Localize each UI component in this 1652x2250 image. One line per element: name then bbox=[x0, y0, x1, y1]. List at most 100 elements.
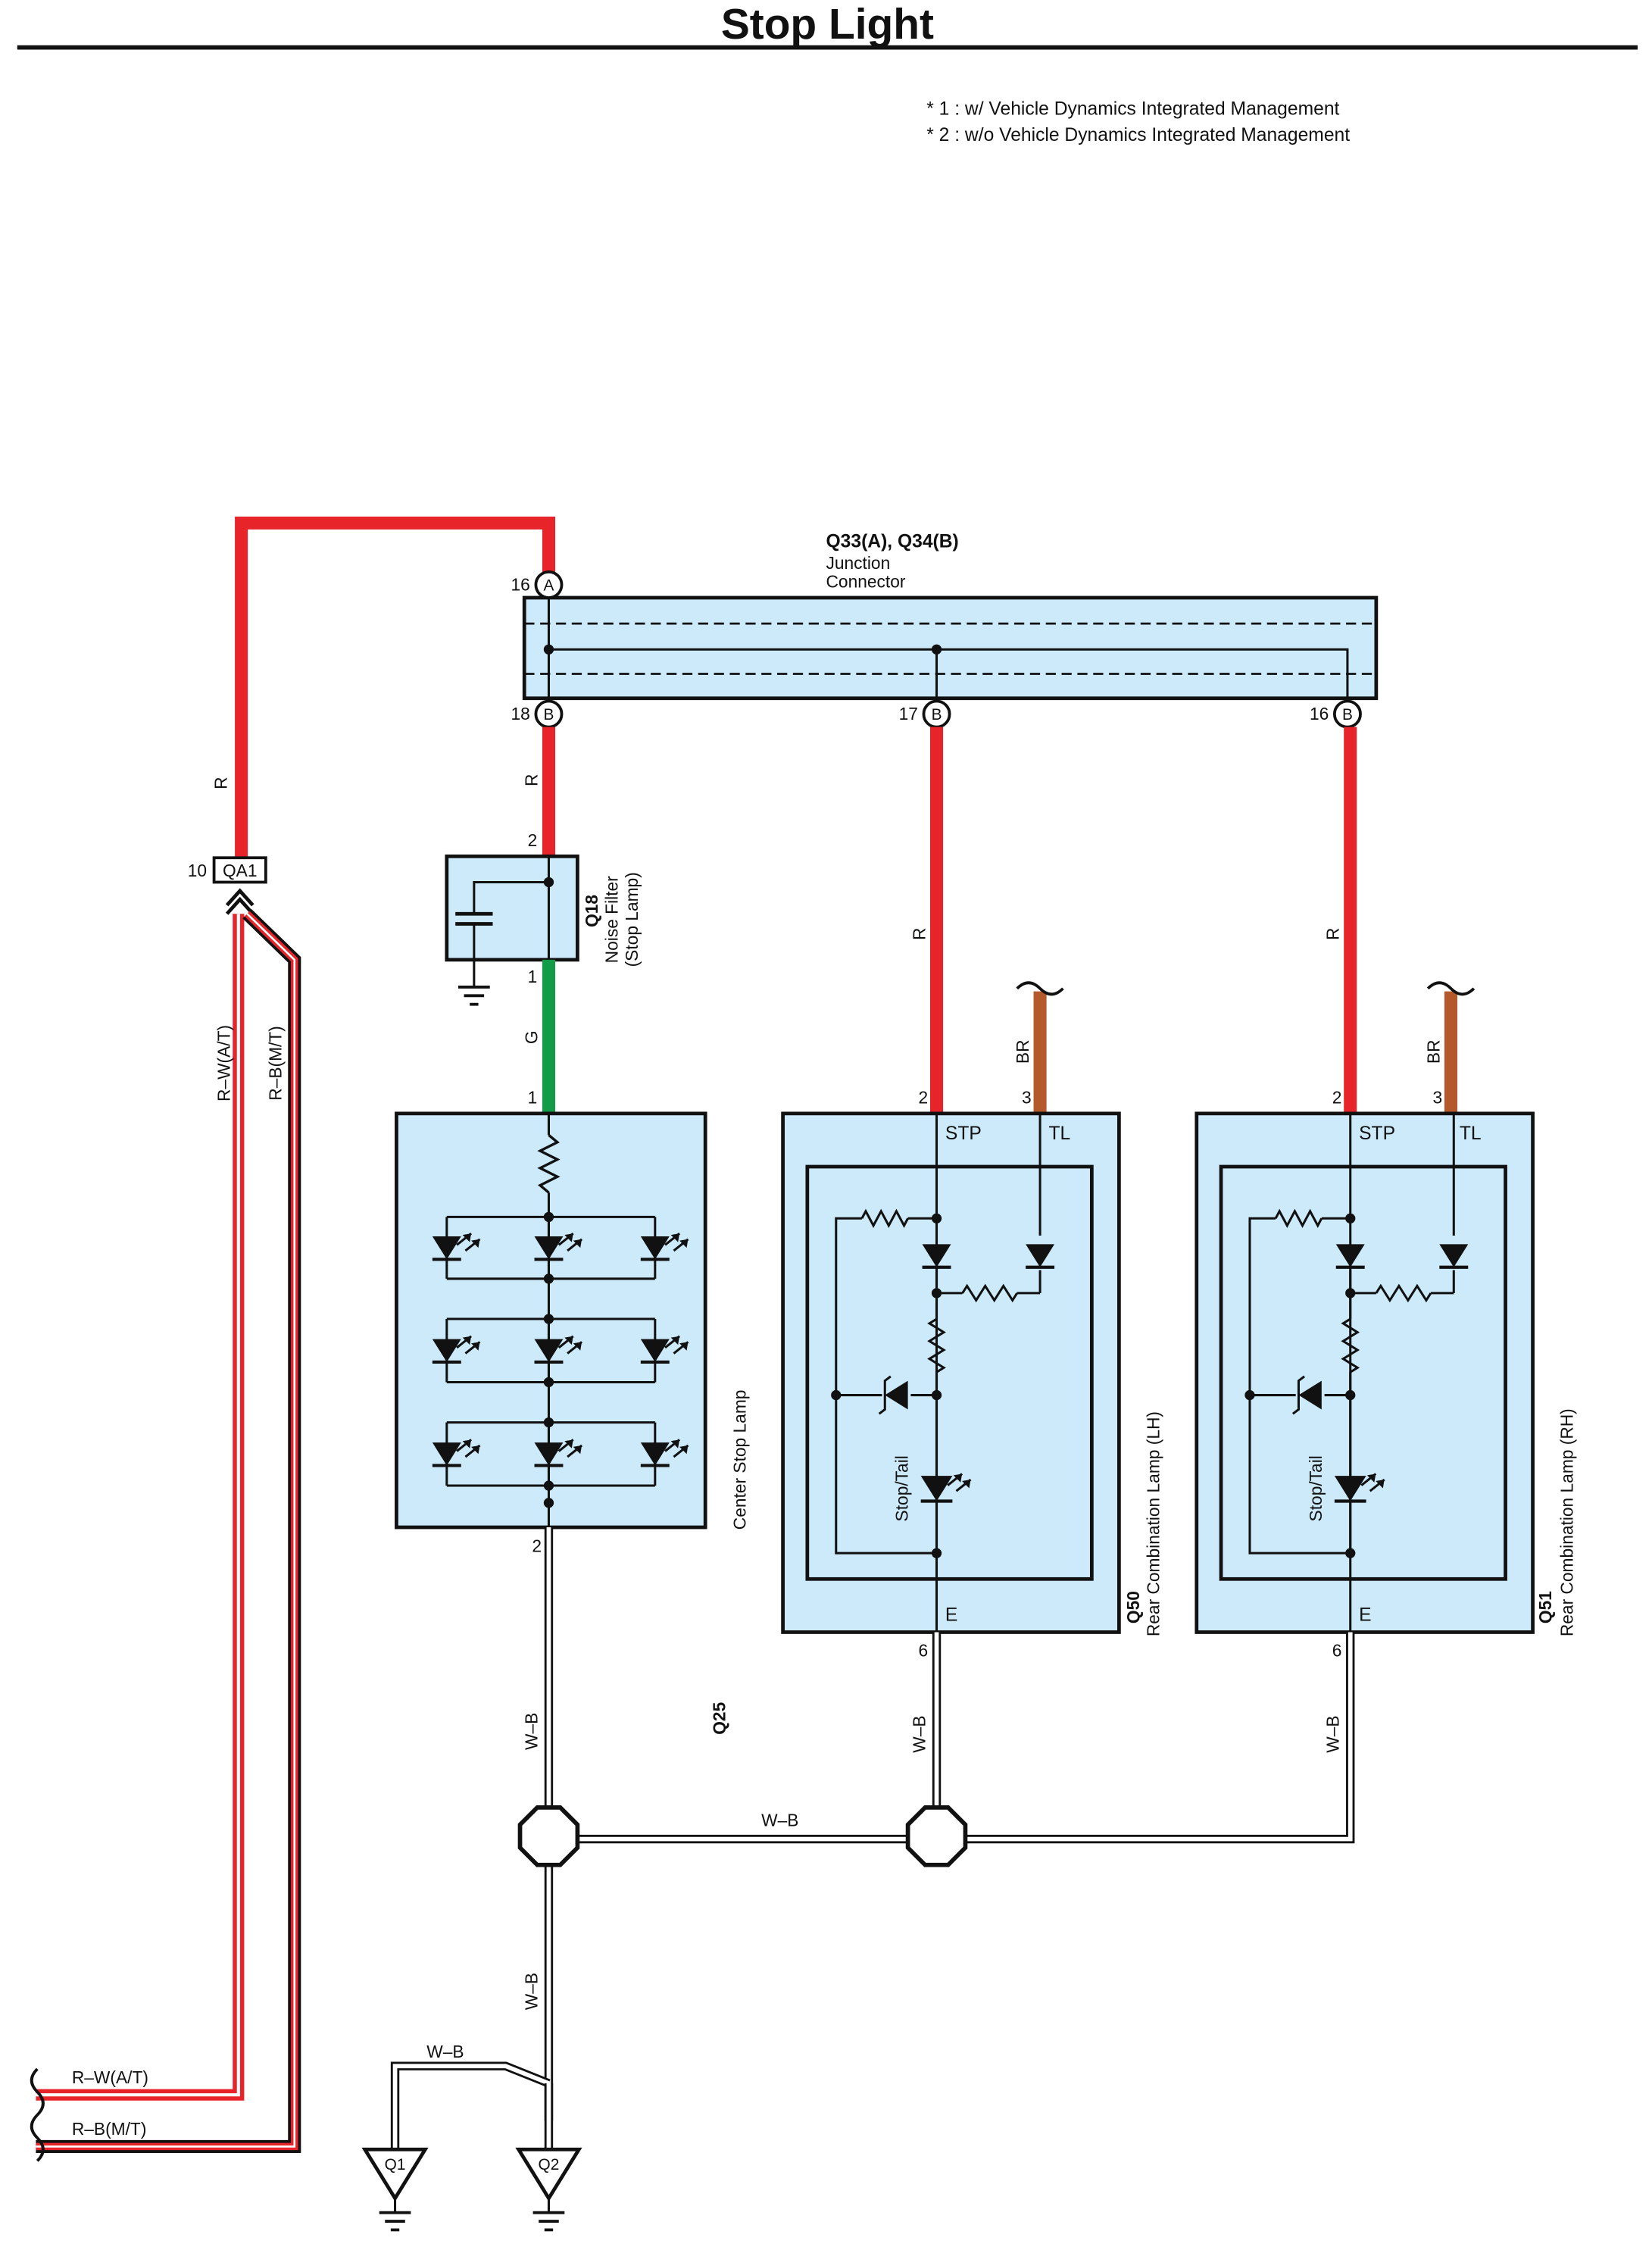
resistor-icon bbox=[961, 1283, 1019, 1303]
junction-dot bbox=[931, 1548, 942, 1558]
diode-icon bbox=[1439, 1244, 1469, 1269]
noise-filter-name-1: Noise Filter bbox=[602, 876, 622, 963]
connector-qa1: QA1 10 bbox=[188, 856, 267, 915]
led-arrow-head bbox=[670, 1233, 680, 1242]
ground-q2-label: Q2 bbox=[539, 2156, 560, 2173]
center-stop-lamp-q25 bbox=[395, 1111, 707, 1530]
wire-br-rh-break bbox=[1426, 981, 1476, 996]
rear-combination-lamp-lh-q50 bbox=[781, 1111, 1121, 1634]
diode-triangle bbox=[1439, 1244, 1469, 1267]
led-arrow-head bbox=[670, 1439, 680, 1448]
junction-dot bbox=[543, 1273, 554, 1284]
wire-rb-mt bbox=[36, 909, 301, 2153]
rear-lh-name: Rear Combination Lamp (LH) bbox=[1143, 1411, 1163, 1636]
rear-rh-term-tl: TL bbox=[1460, 1123, 1482, 1144]
junction-dot bbox=[543, 1417, 554, 1428]
led-triangle bbox=[640, 1339, 670, 1362]
junction-dot bbox=[543, 1377, 554, 1388]
led-icon bbox=[1334, 1473, 1385, 1503]
noise-filter-name-2: (Stop Lamp) bbox=[622, 872, 642, 967]
led-icon bbox=[640, 1439, 689, 1467]
lamp-inner-box bbox=[1219, 1164, 1507, 1581]
svg-text:B: B bbox=[544, 706, 554, 723]
led-arrow-head bbox=[679, 1342, 689, 1351]
wire-label-g: G bbox=[521, 1030, 541, 1044]
resistor-icon bbox=[1274, 1208, 1323, 1228]
zener-triangle bbox=[885, 1380, 908, 1410]
led-triangle bbox=[432, 1339, 461, 1362]
diode-triangle bbox=[922, 1244, 951, 1267]
pin-badge-b16: B 16 bbox=[1310, 699, 1362, 729]
center-lamp-pin-bottom: 2 bbox=[532, 1536, 542, 1555]
center-lamp-name: Center Stop Lamp bbox=[729, 1390, 749, 1530]
led-arrow-head bbox=[1366, 1473, 1376, 1483]
wire-label-r-2: R bbox=[521, 774, 541, 786]
led-arrow-head bbox=[462, 1233, 472, 1242]
noise-filter-pin-bottom: 1 bbox=[528, 967, 538, 986]
led-icon bbox=[534, 1439, 583, 1467]
led-icon bbox=[640, 1335, 689, 1364]
wire-w-b-ground-network bbox=[390, 1527, 1355, 2150]
zener-triangle bbox=[1298, 1380, 1322, 1410]
rear-lh-term-stp: STP bbox=[945, 1123, 982, 1144]
led-arrow-head bbox=[670, 1336, 680, 1345]
wire-label-wb-6: W–B bbox=[426, 2042, 464, 2061]
led-arrow-head bbox=[471, 1342, 480, 1351]
led-icon bbox=[920, 1473, 972, 1503]
wire-label-wb-5: W–B bbox=[521, 1973, 541, 2010]
wire-label-r-4: R bbox=[1323, 928, 1343, 940]
led-arrow-head bbox=[471, 1445, 480, 1455]
led-arrow-head bbox=[679, 1239, 689, 1248]
led-triangle bbox=[534, 1442, 564, 1466]
splice-point-2 bbox=[905, 1805, 968, 1867]
wire-label-wb-4: W–B bbox=[761, 1811, 798, 1830]
rear-rh-term-e: E bbox=[1359, 1605, 1371, 1625]
led-arrow-head bbox=[573, 1445, 582, 1455]
rear-rh-pin-tl: 3 bbox=[1432, 1088, 1442, 1108]
junction-connector bbox=[522, 595, 1379, 702]
wire-w-b-outline-4 bbox=[390, 2061, 551, 2150]
lamp-outer-box bbox=[781, 1111, 1121, 1634]
connector-qa1-code: QA1 bbox=[223, 861, 258, 880]
note-1: * 1 : w/ Vehicle Dynamics Integrated Man… bbox=[926, 99, 1339, 120]
rear-lh-pin-stp: 2 bbox=[918, 1088, 928, 1108]
led-arrow-head bbox=[462, 1336, 472, 1345]
wire-br-lh-break bbox=[1016, 981, 1064, 996]
wire-label-r-1: R bbox=[211, 777, 231, 789]
led-arrow-head bbox=[962, 1480, 971, 1489]
rear-lh-term-tl: TL bbox=[1048, 1123, 1070, 1144]
wire-label-wb-2: W–B bbox=[909, 1715, 929, 1752]
rear-lh-pin-tl: 3 bbox=[1022, 1088, 1032, 1108]
zener-diode-icon bbox=[1291, 1375, 1322, 1415]
led-icon bbox=[534, 1233, 583, 1261]
ground-q2: Q2 bbox=[515, 2147, 582, 2232]
led-triangle bbox=[920, 1476, 953, 1502]
led-icon bbox=[432, 1439, 481, 1467]
pin-num-a16: 16 bbox=[511, 574, 530, 594]
rear-rh-name: Rear Combination Lamp (RH) bbox=[1557, 1408, 1577, 1636]
led-arrow-head bbox=[564, 1233, 573, 1242]
ground-q1: Q1 bbox=[361, 2147, 429, 2232]
led-arrow-head bbox=[1376, 1480, 1385, 1489]
diode-triangle bbox=[1026, 1244, 1055, 1267]
wire-label-br-rh: BR bbox=[1423, 1039, 1443, 1064]
center-lamp-code: Q25 bbox=[710, 1702, 729, 1734]
wire-label-wb-1: W–B bbox=[521, 1713, 541, 1750]
wire-label-rw-at-vertical: R–W(A/T) bbox=[214, 1025, 233, 1102]
rear-combination-lamp-rh-q51 bbox=[1194, 1111, 1535, 1634]
pin-num-b17: 17 bbox=[899, 704, 918, 723]
connector-qa1-pin: 10 bbox=[188, 861, 207, 880]
led-arrow-head bbox=[953, 1473, 963, 1483]
rear-lh-term-e: E bbox=[945, 1605, 957, 1625]
lamp-outer-box bbox=[1194, 1111, 1535, 1634]
led-arrow-head bbox=[462, 1439, 472, 1448]
led-arrow-head bbox=[471, 1239, 480, 1248]
diode-icon bbox=[922, 1244, 951, 1269]
rear-rh-led-label: Stop/Tail bbox=[1306, 1455, 1326, 1521]
resistor-icon bbox=[1375, 1283, 1432, 1303]
wire-w-b-core-4 bbox=[392, 2064, 550, 2150]
junction-dot bbox=[1345, 1213, 1356, 1223]
diode-triangle bbox=[1335, 1244, 1365, 1267]
center-lamp-pin-top: 1 bbox=[528, 1088, 538, 1108]
